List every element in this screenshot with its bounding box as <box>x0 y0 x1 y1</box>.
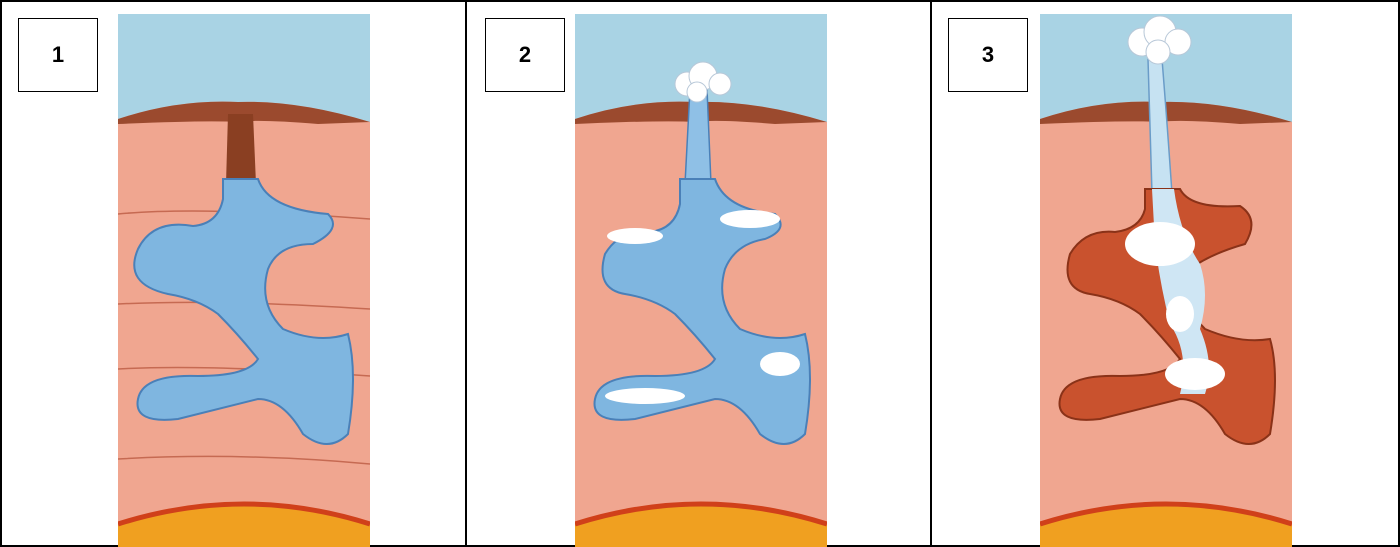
water-column <box>685 89 711 184</box>
geyser-stage-1-illustration <box>118 14 370 547</box>
panel-number: 3 <box>948 18 1028 92</box>
geyser-stage-2-illustration <box>575 14 827 547</box>
panel-1: 1 <box>0 0 465 547</box>
panel-number: 1 <box>18 18 98 92</box>
panel-number: 2 <box>485 18 565 92</box>
geyser-stage-3-illustration <box>1040 14 1292 547</box>
panel-3: 3 <box>932 0 1400 547</box>
geyser-vent <box>226 114 256 184</box>
panel-2: 2 <box>467 0 930 547</box>
